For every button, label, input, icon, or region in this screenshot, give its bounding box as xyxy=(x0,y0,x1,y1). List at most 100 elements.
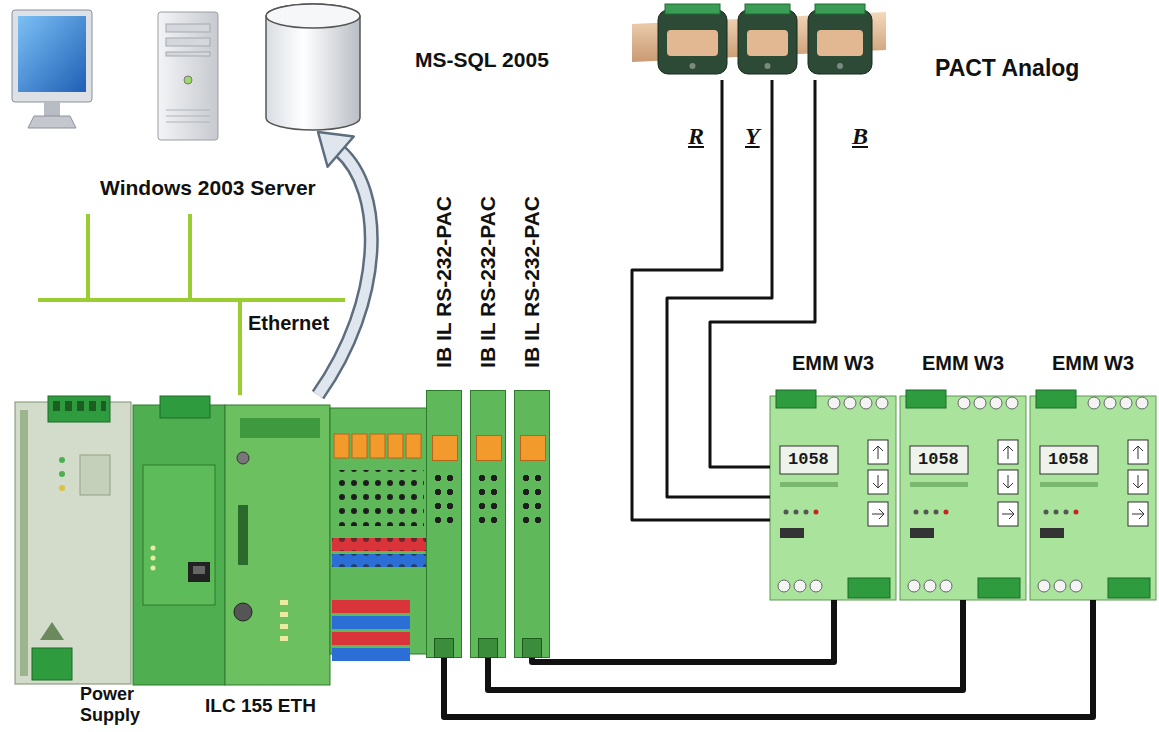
energy-meter-body-part xyxy=(1040,482,1098,487)
clamp-outline xyxy=(655,2,730,80)
energy-meter-body-part xyxy=(776,390,816,408)
clamp-outline-part xyxy=(747,30,788,56)
energy-meter-body-part xyxy=(1006,397,1018,409)
signal-cable xyxy=(532,600,834,662)
product-name: PACT Analog xyxy=(935,55,1079,81)
signal-cable xyxy=(488,600,963,690)
plc-controller-body xyxy=(133,396,330,685)
energy-meter-body-part xyxy=(1128,502,1148,526)
energy-meter-body-part xyxy=(868,502,888,526)
cable-plug xyxy=(434,638,454,658)
energy-meter-body-part xyxy=(998,440,1018,464)
current-sensor: R xyxy=(655,2,730,80)
power-supply-unit-part xyxy=(77,401,84,411)
arrow-outline xyxy=(318,150,371,395)
server-tower-icon-part xyxy=(166,38,210,46)
energy-meter-body-part xyxy=(934,510,939,515)
power-supply-unit-part xyxy=(80,455,110,495)
io-terminal-modules-part xyxy=(370,434,385,458)
node-label: MS-SQL 2005 xyxy=(415,48,549,72)
energy-meter-body-part xyxy=(906,390,946,408)
clamp-outline-part xyxy=(837,63,843,69)
current-sensor: Y xyxy=(735,2,800,80)
energy-meter: EMM W3 xyxy=(900,350,1026,600)
clamp-outline-part xyxy=(765,63,771,69)
energy-meter-body-part xyxy=(1003,475,1013,488)
energy-meter-body-part xyxy=(978,578,1020,598)
energy-meter-body-part xyxy=(1030,396,1156,600)
clamp-outline-part xyxy=(817,30,863,56)
energy-meter-body-part xyxy=(1136,397,1148,409)
module-label: IB IL RS-232-PAC xyxy=(520,196,544,368)
monitor-icon-part xyxy=(18,16,86,92)
plc-controller-body-part xyxy=(240,418,320,438)
clamp-outline-part xyxy=(808,10,872,74)
energy-meter-body-part xyxy=(1104,397,1116,409)
energy-meter-body xyxy=(900,390,1026,600)
node-label: EMM W3 xyxy=(922,352,1004,375)
energy-meter: EMM W3 xyxy=(770,350,896,600)
node-label: Power Supply xyxy=(80,684,146,726)
line-path xyxy=(532,600,834,662)
energy-meter-body-part xyxy=(924,580,936,592)
energy-meter-body-part xyxy=(1064,510,1069,515)
io-terminal-modules-part xyxy=(334,470,424,526)
module-housing xyxy=(470,390,506,658)
arrow-fill xyxy=(318,150,371,395)
current-sensor: B xyxy=(805,2,875,80)
plc-controller-body-part xyxy=(234,603,252,621)
line-path xyxy=(190,214,240,395)
energy-meter-body-part xyxy=(974,397,986,409)
power-supply-unit-part xyxy=(59,485,65,491)
io-terminal-modules-part xyxy=(334,434,349,458)
energy-meter-body xyxy=(770,390,896,600)
cylinder-outline-part xyxy=(266,4,360,130)
power-supply: Power Supply xyxy=(15,395,140,728)
server-tower-icon-part xyxy=(158,12,218,140)
energy-meter-body-part xyxy=(998,502,1018,526)
energy-meter-body-part xyxy=(924,510,929,515)
monitor-icon xyxy=(12,10,92,128)
line-path xyxy=(632,80,770,520)
energy-meter-body-part xyxy=(1038,580,1050,592)
line-path xyxy=(488,600,963,690)
energy-meter-body-part xyxy=(780,528,804,538)
energy-meter-body-part xyxy=(770,396,896,600)
energy-meter-body-part xyxy=(804,510,809,515)
data-flow-arrow xyxy=(318,132,371,395)
clamp-outline-part xyxy=(738,10,797,74)
plc-controller-body-part xyxy=(151,556,156,561)
clamp-outline-part xyxy=(658,10,727,74)
plc-controller-body-part xyxy=(225,405,330,685)
io-terminal-modules-part xyxy=(332,538,426,551)
plc-controller-body-part xyxy=(188,562,210,582)
cable-plug xyxy=(522,638,542,658)
energy-meter-body-part xyxy=(873,475,883,488)
module-label: IB IL RS-232-PAC xyxy=(432,196,456,368)
energy-meter-body-part xyxy=(908,580,920,592)
energy-meter-body-part xyxy=(1003,446,1013,459)
monitor-icon-part xyxy=(28,116,76,128)
power-supply-unit-part xyxy=(48,396,110,422)
energy-meter-body xyxy=(1030,390,1156,600)
io-terminal-modules-part xyxy=(332,600,410,613)
io-terminal-modules-part xyxy=(332,632,410,645)
server-tower-icon-part xyxy=(166,24,210,32)
clamp-outline-part xyxy=(745,4,790,14)
energy-meter-body-part xyxy=(910,482,968,487)
clamp-outline xyxy=(735,2,800,80)
energy-meter-body-part xyxy=(868,470,888,494)
energy-meter-body-part xyxy=(944,510,949,515)
energy-meter-body-part xyxy=(872,509,884,519)
plc-controller-body-part xyxy=(151,566,156,571)
io-terminal-modules-part xyxy=(332,554,426,567)
display-reading: 1058 xyxy=(918,450,959,470)
signal-cable xyxy=(710,80,815,467)
io-terminal-modules-part xyxy=(352,434,367,458)
serial-module: IB IL RS-232-PAC xyxy=(514,190,550,658)
energy-meter-body-part xyxy=(1070,580,1082,592)
energy-meter-body-part xyxy=(1120,397,1132,409)
line-path xyxy=(667,80,772,497)
energy-meter-body-part xyxy=(1128,470,1148,494)
